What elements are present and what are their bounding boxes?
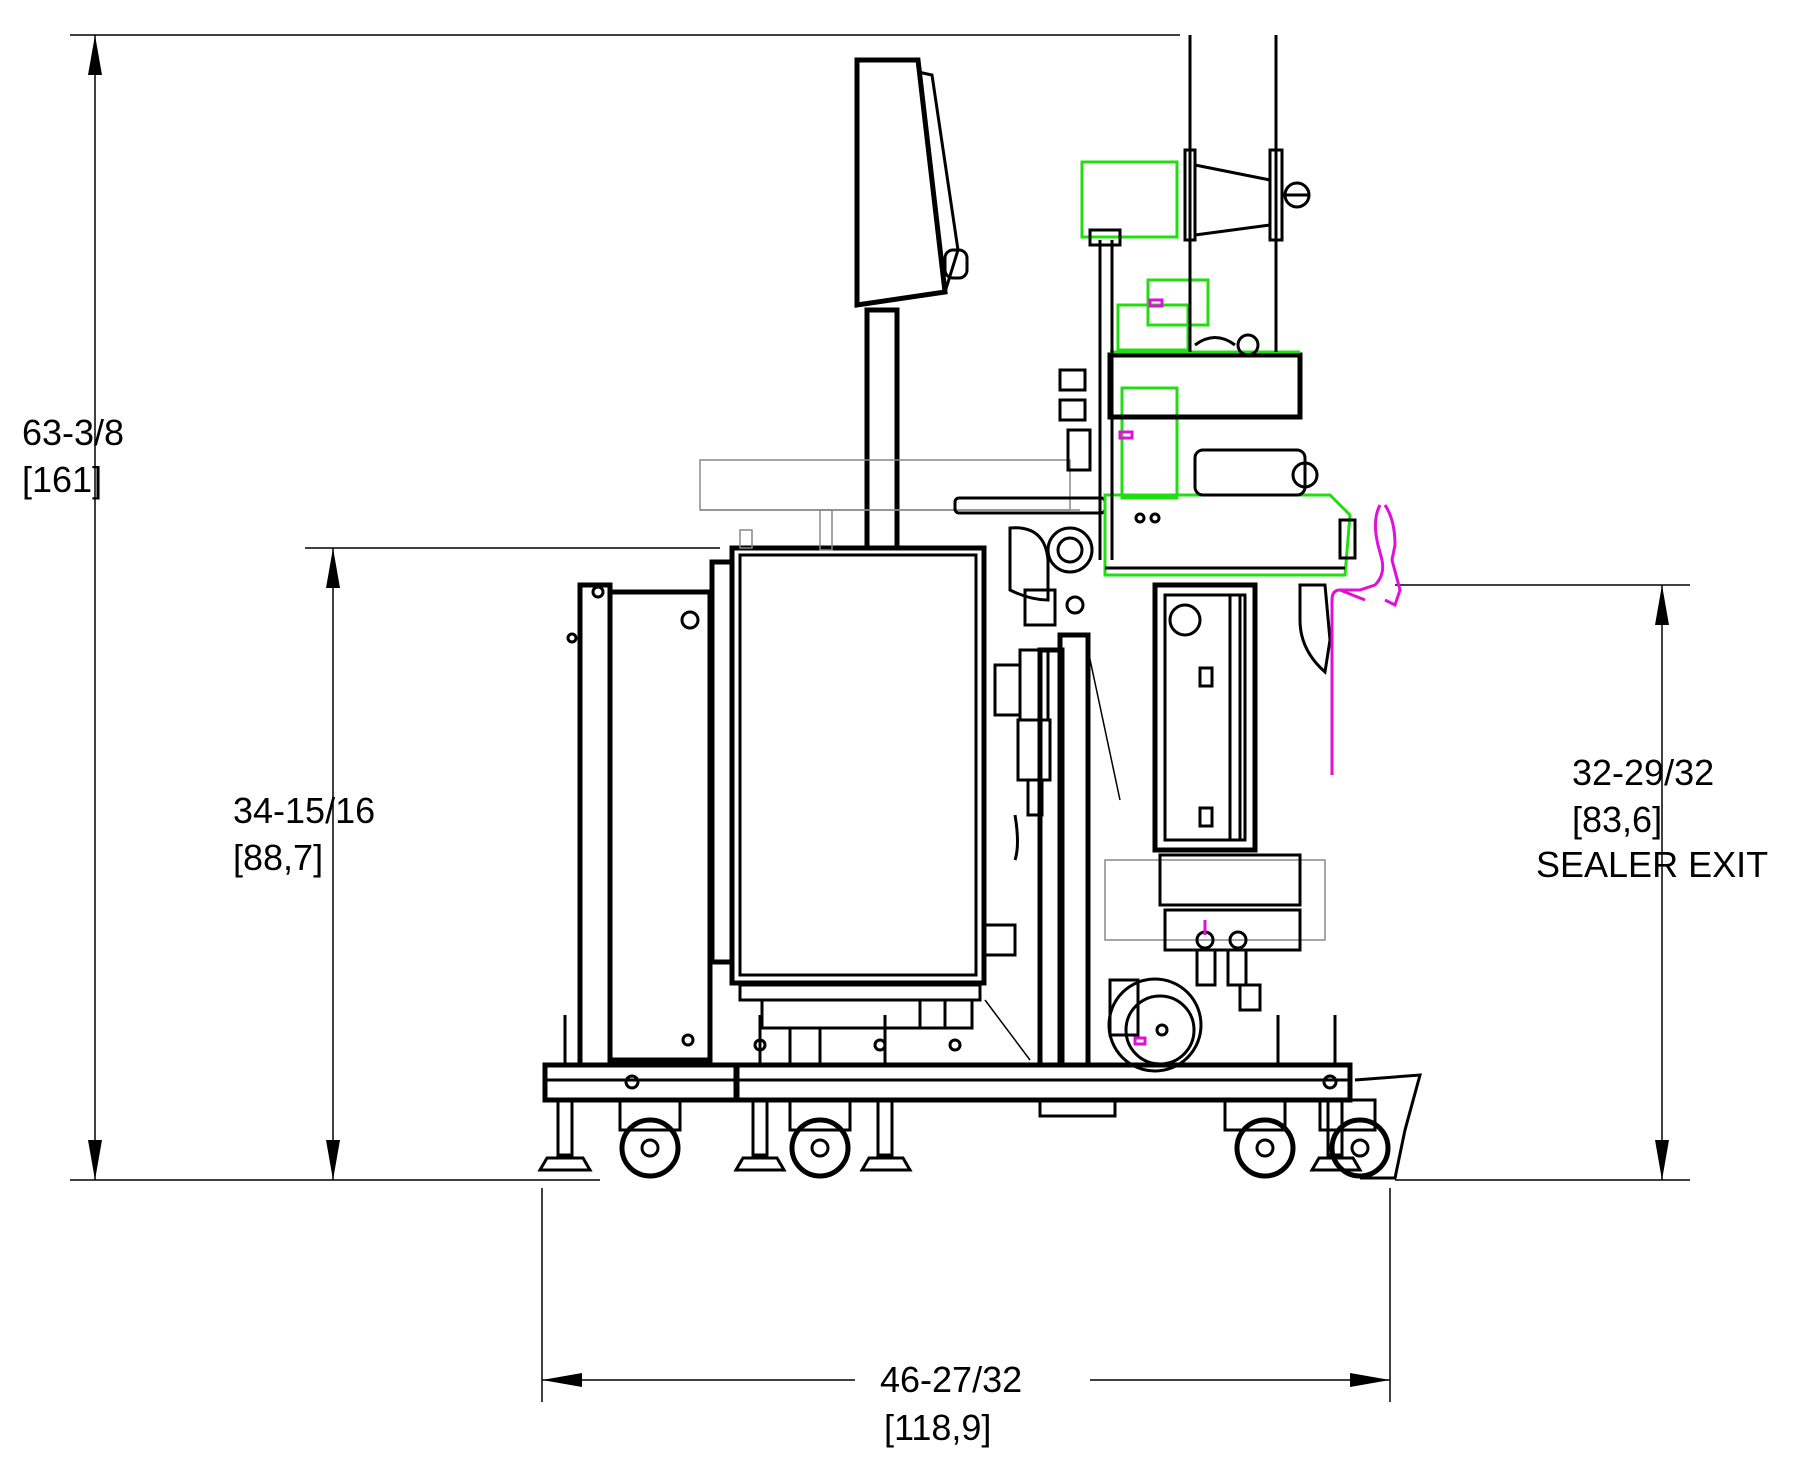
dimension-overall-height: 63-3/8 [161] [22,34,1180,1181]
overall-length-metric: [118,9] [884,1407,991,1448]
casters [618,1098,1391,1179]
tape-roll-posts [1183,35,1311,357]
overall-height-imperial: 63-3/8 [22,412,124,453]
background-conveyor [699,459,1080,551]
overall-length-imperial: 46-27/32 [880,1359,1022,1400]
tape-handle [1118,298,1402,1046]
filter-regulator [993,648,1052,861]
sealer-exit-metric: [83,6] [1572,799,1662,840]
exit-chute [1354,1073,1423,1180]
upper-tape-unit [1080,160,1303,560]
overall-height-metric: [161] [22,459,102,500]
hmi-display-arm [854,57,969,551]
sealer-head [1103,493,1357,577]
machine-drawing [537,35,1423,1180]
left-side-panel [566,582,713,1068]
table-height-metric: [88,7] [233,837,323,878]
head-side-details [1008,368,1319,602]
dimension-sealer-exit: 32-29/32 [83,6] SEALER EXIT [1395,584,1768,1181]
table-height-imperial: 34-15/16 [233,790,375,831]
dimension-table-height: 34-15/16 [88,7] [233,547,720,1180]
electrical-cabinet [709,545,1017,1068]
lower-drive-unit [1104,853,1326,1073]
base-frame [542,1062,1353,1118]
center-post [984,647,1121,1068]
sealer-column [1023,582,1332,1068]
dimension-overall-length: 46-27/32 [118,9] [541,1188,1391,1448]
sealer-exit-imperial: 32-29/32 [1572,752,1714,793]
sealer-exit-label: SEALER EXIT [1536,844,1768,885]
